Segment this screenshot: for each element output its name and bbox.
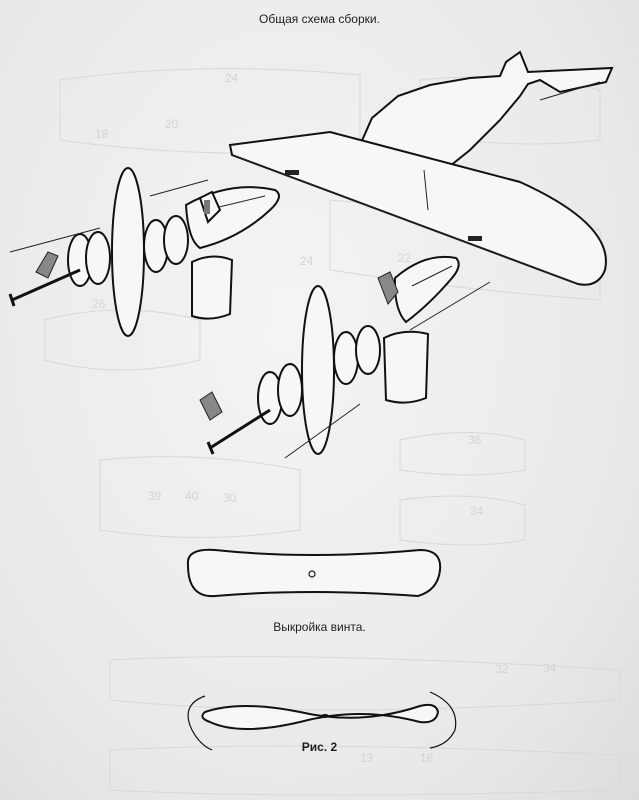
ghost-number: 24 (225, 71, 239, 85)
right-propeller-assembly (199, 285, 381, 459)
ghost-number: 32 (495, 662, 509, 676)
ghost-number: 18 (95, 127, 109, 141)
airplane-wing (228, 130, 607, 286)
ghost-number: 39 (148, 489, 162, 503)
show-through-numbers: 20 18 24 24 22 26 36 34 40 39 30 32 34 1… (92, 71, 557, 765)
assembly-arrows (423, 81, 601, 211)
ghost-number: 34 (543, 661, 557, 675)
twisted-propeller-figure (187, 691, 457, 751)
pattern-caption: Выкройка винта. (273, 620, 366, 634)
ghost-number: 40 (185, 489, 199, 503)
ghost-number: 34 (470, 504, 484, 518)
page-title: Общая схема сборки. (259, 12, 380, 26)
propeller-pattern (186, 548, 442, 598)
left-propeller-assembly (8, 167, 209, 337)
ghost-number: 30 (223, 491, 237, 505)
ghost-number: 22 (398, 251, 412, 265)
ghost-number: 20 (165, 117, 179, 131)
left-engine-nacelle (184, 186, 280, 320)
ghost-number: 36 (468, 433, 482, 447)
ghost-number: 26 (92, 297, 106, 311)
ghost-number: 24 (300, 254, 314, 268)
ghost-number: 16 (420, 751, 434, 765)
figure-caption: Рис. 2 (301, 740, 338, 754)
ghost-number: 13 (360, 751, 374, 765)
right-engine-nacelle (377, 255, 491, 404)
